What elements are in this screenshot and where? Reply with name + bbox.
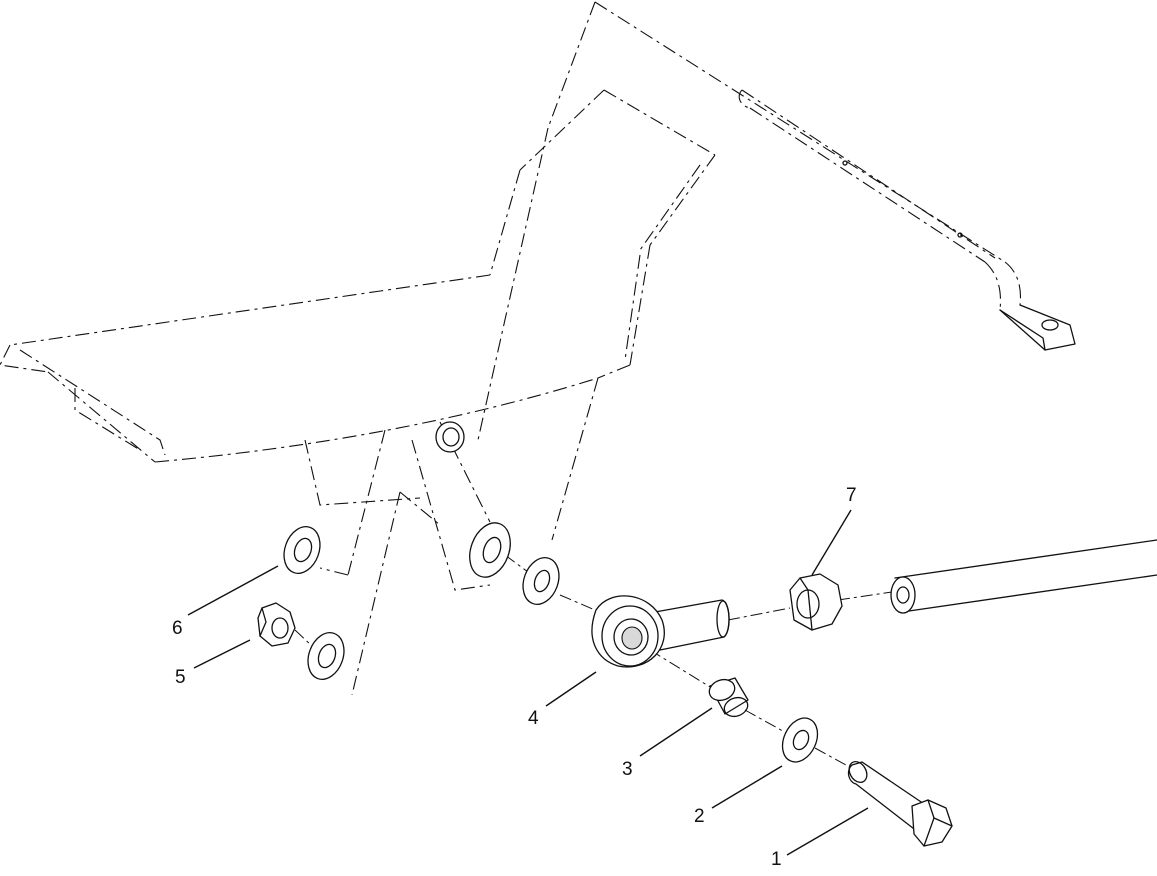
- callout-7: 7: [846, 485, 857, 506]
- spacer-washer: [522, 557, 560, 605]
- jam-nut-item-7: [789, 573, 843, 631]
- axis-line: [814, 747, 856, 771]
- leader-line-6: [187, 565, 279, 616]
- nut-item-5: [257, 602, 296, 647]
- leader-line-1: [786, 807, 869, 856]
- link-rod: [890, 539, 1157, 614]
- callout-3: 3: [622, 759, 633, 780]
- bracket-washer: [469, 522, 511, 578]
- leader-line-5: [193, 639, 251, 669]
- lower-washer: [307, 632, 345, 680]
- phantom-pedal-assembly: [0, 89, 716, 696]
- leader-line-4: [545, 671, 597, 707]
- axis-line: [649, 649, 716, 691]
- phantom-upper-rod: [547, 1, 1076, 351]
- leader-line-3: [639, 707, 713, 757]
- axis-line: [294, 629, 313, 647]
- rod-end-item-4: [591, 595, 730, 668]
- axis-line: [744, 709, 791, 736]
- callout-5: 5: [175, 667, 186, 688]
- bracket-bushing: [435, 421, 465, 453]
- bolt-item-1: [847, 761, 953, 847]
- leader-line-2: [711, 765, 783, 809]
- bushing-item-3: [708, 677, 749, 718]
- callout-2: 2: [694, 806, 705, 827]
- axis-line: [837, 591, 893, 601]
- leader-line-7: [811, 509, 852, 576]
- axis-line: [727, 607, 791, 621]
- callout-4: 4: [528, 708, 539, 729]
- axis-line: [504, 554, 529, 573]
- washer-item-6: [283, 526, 321, 574]
- axis-line: [559, 594, 596, 611]
- callout-6: 6: [172, 618, 183, 639]
- washer-item-2: [781, 717, 819, 763]
- callout-1: 1: [771, 849, 782, 870]
